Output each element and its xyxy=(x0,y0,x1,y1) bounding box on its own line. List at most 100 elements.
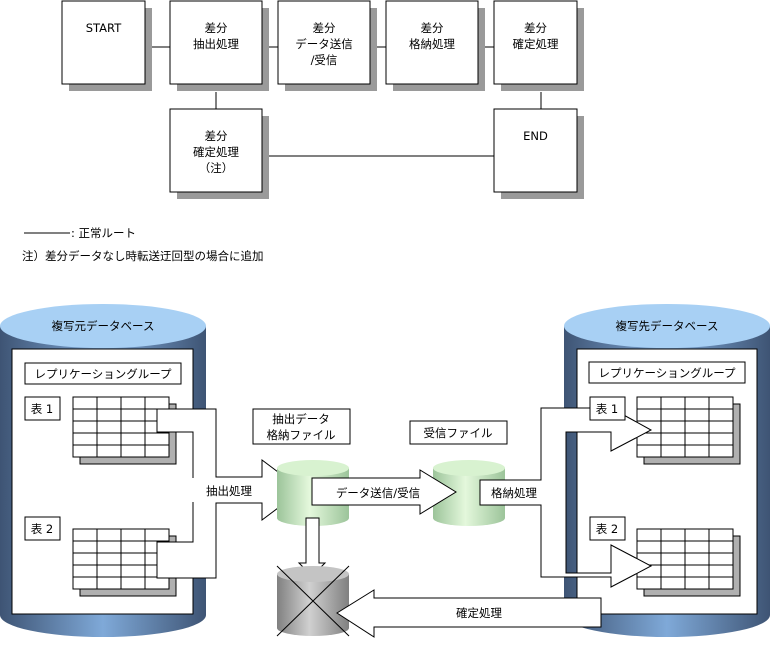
flow-box-label: 差分 xyxy=(524,21,547,35)
target-table1-label: 表 1 xyxy=(596,402,618,416)
table-cell xyxy=(636,396,662,410)
group-label-box xyxy=(588,361,746,384)
table-cell xyxy=(708,432,734,446)
box-frame xyxy=(493,0,578,85)
table-cell xyxy=(684,564,710,578)
flow-box-label: START xyxy=(86,21,122,35)
table-cell xyxy=(96,540,122,554)
table-cell xyxy=(144,444,170,458)
table-cell xyxy=(72,444,98,458)
table-cell xyxy=(708,408,734,422)
flow-box-label: END xyxy=(523,129,548,143)
table-cell xyxy=(708,540,734,554)
label-bg xyxy=(192,478,252,502)
table-cell xyxy=(144,528,170,542)
table-cell xyxy=(144,576,170,590)
flow-box-start: START xyxy=(61,0,152,91)
extract-file-label-box xyxy=(252,408,351,445)
table-cell xyxy=(636,444,662,458)
receive-file-label: 受信ファイル xyxy=(424,426,493,440)
table-cell xyxy=(708,576,734,590)
flow-box-label: 差分 xyxy=(205,21,228,35)
table-cell xyxy=(660,564,686,578)
table-grid-icon xyxy=(72,396,177,465)
table-grid-icon xyxy=(636,396,741,465)
table-cell xyxy=(96,528,122,542)
send-arrow-shape xyxy=(311,469,457,515)
legend-label: : 正常ルート xyxy=(71,226,136,240)
table-cell xyxy=(72,432,98,446)
footnote: 注）差分データなし時転送迂回型の場合に追加 xyxy=(22,249,264,263)
table1-label-box xyxy=(589,396,626,421)
flow-box-end: END xyxy=(493,108,584,199)
table-cell xyxy=(120,432,146,446)
table-cell xyxy=(660,420,686,434)
table2-label-box xyxy=(589,516,626,541)
table-cell xyxy=(120,528,146,542)
table-cell xyxy=(96,444,122,458)
box-frame xyxy=(169,0,263,85)
table-cell xyxy=(96,396,122,410)
confirm-label: 確定処理 xyxy=(456,606,502,620)
deleted-file-cylinder xyxy=(276,565,350,637)
source-group-label: レプリケーショングループ xyxy=(34,367,172,381)
table-cell xyxy=(96,552,122,566)
table-cell xyxy=(120,396,146,410)
table-cell xyxy=(708,564,734,578)
target-db-title: 複写先データベース xyxy=(616,319,719,333)
table2-label-box xyxy=(24,516,61,541)
box-frame xyxy=(61,0,146,85)
table-cell xyxy=(684,408,710,422)
flow-box-label: （注） xyxy=(199,161,234,175)
flow-box-label: 確定処理 xyxy=(513,37,559,51)
file-cylinder-top xyxy=(277,566,349,582)
send-label: データ送信/受信 xyxy=(336,486,420,500)
table-cell xyxy=(96,408,122,422)
table-cell xyxy=(636,540,662,554)
table-cell xyxy=(684,528,710,542)
db-cylinder-top xyxy=(564,304,770,348)
table-cell xyxy=(72,408,98,422)
table-cell xyxy=(684,444,710,458)
table-cell xyxy=(708,396,734,410)
table-cell xyxy=(708,420,734,434)
box-frame xyxy=(169,108,263,193)
flow-box-label: 確定処理 xyxy=(193,145,239,159)
table-cell xyxy=(684,432,710,446)
flow-box-label: 差分 xyxy=(313,21,336,35)
table-cell xyxy=(96,432,122,446)
flow-box-label: 差分 xyxy=(205,129,228,143)
table-cell xyxy=(684,540,710,554)
table-cell xyxy=(120,564,146,578)
table-cell xyxy=(684,552,710,566)
file-cylinder-body xyxy=(277,574,349,636)
store-label: 格納処理 xyxy=(491,486,537,500)
extract-label: 抽出処理 xyxy=(206,484,252,498)
table-cell xyxy=(72,420,98,434)
table-cell xyxy=(636,408,662,422)
table-cell xyxy=(72,528,98,542)
table-cell xyxy=(72,396,98,410)
table-cell xyxy=(708,528,734,542)
box-frame xyxy=(277,0,371,85)
flow-box-label: 抽出処理 xyxy=(193,37,239,51)
table-cell xyxy=(660,552,686,566)
table-cell xyxy=(120,552,146,566)
table-cell xyxy=(120,444,146,458)
source-db-title: 複写元データベース xyxy=(52,319,155,333)
table-cell xyxy=(660,576,686,590)
table-cell xyxy=(72,576,98,590)
table-cell xyxy=(708,552,734,566)
db-cylinder-top xyxy=(0,304,206,348)
table-cell xyxy=(96,576,122,590)
table-cell xyxy=(684,576,710,590)
extract-file-label-line2: 格納ファイル xyxy=(267,428,336,442)
table-cell xyxy=(96,564,122,578)
flow-box-label: /受信 xyxy=(311,53,338,67)
